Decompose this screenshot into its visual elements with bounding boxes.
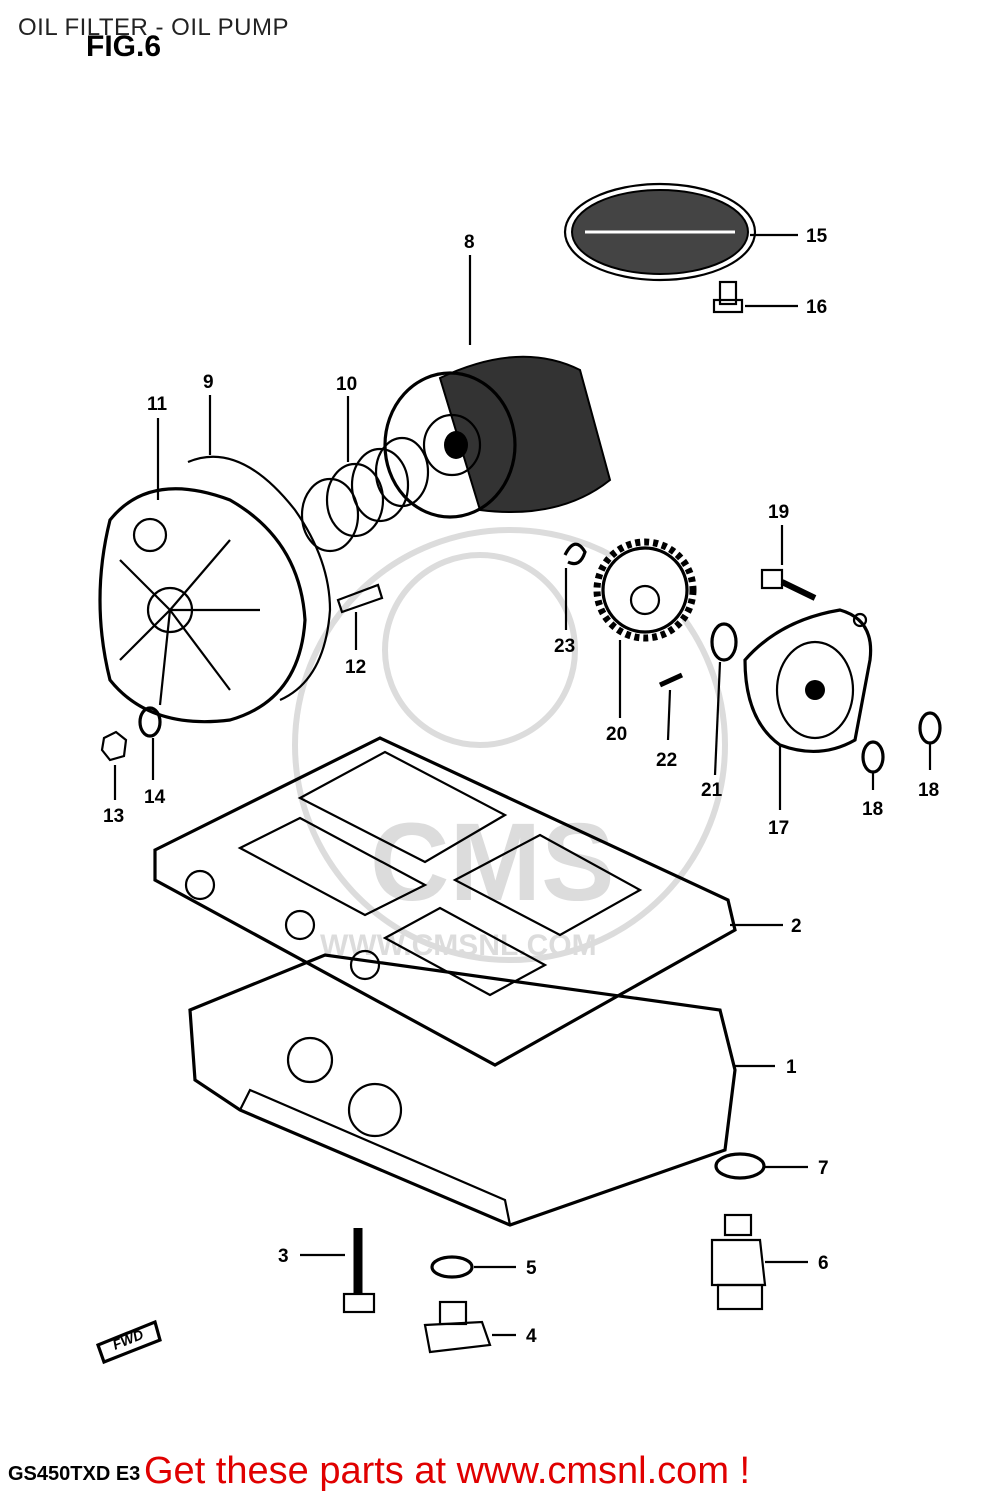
part-21-washer[interactable] <box>710 622 738 662</box>
part-19-bolt[interactable] <box>760 568 817 601</box>
part-11-oil-filter-cover[interactable] <box>98 487 307 724</box>
part-9-o-ring[interactable] <box>187 455 332 702</box>
part-13-nut[interactable] <box>100 730 128 762</box>
part-7-o-ring[interactable] <box>714 1152 766 1180</box>
part-4-drain-plug[interactable] <box>423 1300 492 1354</box>
part-2-oil-pan-gasket[interactable] <box>153 736 737 1067</box>
callout-17: 17 <box>768 818 789 839</box>
callout-12: 12 <box>345 657 366 678</box>
part-17-oil-pump[interactable] <box>743 608 873 754</box>
part-22-pin[interactable] <box>658 672 684 688</box>
part-1-oil-pan[interactable] <box>188 953 737 1227</box>
callout-10: 10 <box>336 374 357 395</box>
callout-21: 21 <box>701 780 723 801</box>
front-direction-arrow: FWD <box>95 1319 162 1365</box>
part-6-oil-pressure-switch[interactable] <box>710 1213 767 1311</box>
part-20-oil-pump-drive-gear[interactable] <box>593 538 697 642</box>
shop-link[interactable]: Get these parts at www.cmsnl.com ! <box>144 1450 751 1492</box>
callout-2: 2 <box>791 916 802 937</box>
watermark: CMS WWW.CMSNL.COM <box>292 527 728 963</box>
part-3-bolt[interactable] <box>342 1228 376 1314</box>
callout-numbers: 8 15 16 9 11 10 12 13 14 19 23 20 22 21 … <box>103 226 939 1347</box>
part-14-washer[interactable] <box>138 706 162 738</box>
callout-3: 3 <box>278 1246 289 1267</box>
watermark-logo-text: CMS <box>370 801 614 924</box>
watermark-url-text: WWW.CMSNL.COM <box>320 929 597 962</box>
part-16-screw[interactable] <box>712 280 744 314</box>
callout-20: 20 <box>606 724 627 745</box>
part-18-o-ring-left[interactable] <box>861 740 885 774</box>
callout-7: 7 <box>818 1158 829 1179</box>
leader-lines <box>113 233 932 1337</box>
part-23-circlip[interactable] <box>563 542 587 566</box>
callout-18-left: 18 <box>862 799 883 820</box>
callout-23: 23 <box>554 636 575 657</box>
callout-11: 11 <box>147 394 168 415</box>
callout-14: 14 <box>144 787 166 808</box>
part-8-oil-filter[interactable] <box>383 355 612 519</box>
callout-8: 8 <box>464 232 475 253</box>
part-12-stud[interactable] <box>336 583 384 614</box>
callout-5: 5 <box>526 1258 537 1279</box>
callout-13: 13 <box>103 806 124 827</box>
callout-22: 22 <box>656 750 677 771</box>
callout-15: 15 <box>806 226 828 247</box>
part-5-gasket[interactable] <box>430 1255 474 1279</box>
part-18-o-ring-right[interactable] <box>918 711 942 745</box>
callout-18-right: 18 <box>918 780 939 801</box>
callout-19: 19 <box>768 502 789 523</box>
callout-6: 6 <box>818 1253 829 1274</box>
part-15-oil-strainer[interactable] <box>563 182 757 282</box>
figure-label: FIG.6 <box>86 30 162 63</box>
callout-1: 1 <box>786 1057 797 1078</box>
callout-4: 4 <box>526 1326 537 1347</box>
callout-9: 9 <box>203 372 214 393</box>
model-code: GS450TXD E3 <box>8 1463 141 1485</box>
part-10-spring[interactable] <box>300 436 430 553</box>
callout-16: 16 <box>806 297 827 318</box>
page-title: OIL FILTER - OIL PUMP <box>18 14 289 41</box>
